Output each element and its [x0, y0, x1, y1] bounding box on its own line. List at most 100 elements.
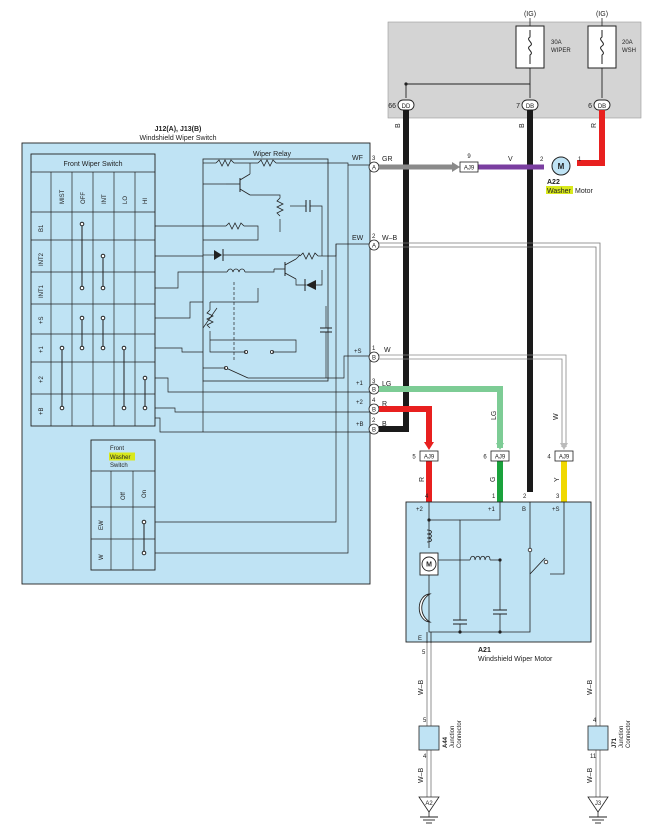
svg-text:Connector: Connector — [626, 720, 632, 748]
terminal-ew: EW 2 A — [352, 234, 380, 251]
fuse-supply-2: (IG) — [596, 11, 608, 18]
svg-text:+B: +B — [356, 422, 364, 428]
svg-text:B: B — [522, 507, 526, 513]
label-drop-lg: LG — [491, 411, 498, 420]
svg-text:5: 5 — [412, 455, 416, 461]
fuse-wiper-icon — [515, 25, 545, 69]
wiper-motor-icon — [421, 556, 437, 572]
svg-text:+S: +S — [354, 349, 362, 355]
ground-j3: J3 — [587, 796, 609, 824]
wires — [379, 110, 605, 797]
wiper-relay-title: Wiper Relay — [253, 151, 292, 158]
front-washer-switch-table: Front Washer Switch Off On EW W — [90, 439, 156, 571]
row-plus-1: +1 — [39, 345, 45, 353]
label-fuse-right: R — [591, 123, 598, 128]
col-mist: MIST — [60, 189, 66, 204]
svg-text:+1: +1 — [488, 507, 496, 513]
svg-text:3: 3 — [372, 379, 376, 385]
svg-text:2: 2 — [372, 418, 376, 424]
svg-text:4: 4 — [593, 718, 597, 724]
svg-text:66: 66 — [388, 103, 396, 110]
label-fuse-mid: B — [519, 123, 526, 128]
label-fuse-left: B — [395, 123, 402, 128]
svg-text:Junction: Junction — [450, 726, 456, 748]
washer-motor-name-hl: Washer — [547, 188, 572, 195]
svg-text:5: 5 — [422, 650, 426, 656]
svg-text:1: 1 — [492, 494, 496, 500]
svg-text:B: B — [372, 388, 376, 394]
svg-text:3: 3 — [556, 494, 560, 500]
row-plus-s: +S — [39, 316, 45, 324]
label-wf: GR — [382, 156, 393, 163]
svg-text:AJ9: AJ9 — [464, 166, 475, 172]
svg-text:3: 3 — [372, 156, 376, 162]
svg-text:11: 11 — [590, 754, 597, 760]
svg-text:J3: J3 — [595, 801, 602, 807]
ground-a2: A2 — [418, 796, 440, 824]
label-plus-2: R — [382, 401, 387, 408]
svg-text:+2: +2 — [356, 400, 364, 406]
wire-r-fuse-washer — [577, 110, 605, 166]
junction-a44-code: A44 — [443, 736, 449, 748]
label-gnd-left-top: W–B — [418, 680, 425, 696]
fuse-box: (IG) (IG) 30A WIPER 20A WSH DD 66 D — [387, 11, 642, 119]
connector-aj9-2: AJ9 6 — [483, 450, 510, 462]
svg-text:Junction: Junction — [619, 726, 625, 748]
row-int2: INT2 — [39, 252, 45, 266]
label-drop-w: W — [553, 413, 560, 420]
junction-a44: 5 4 A44 Junction Connector — [418, 718, 463, 760]
svg-text:A: A — [372, 244, 376, 250]
svg-text:E: E — [418, 636, 422, 642]
svg-text:AJ9: AJ9 — [495, 455, 506, 461]
label-gnd-left-bot: W–B — [418, 768, 425, 784]
row-int1: INT1 — [39, 284, 45, 298]
switch-code: J12(A), J13(B) — [155, 126, 202, 133]
col-lo: LO — [123, 196, 129, 204]
wiper-motor-code: A21 — [478, 647, 491, 654]
label-gnd-right-bot: W–B — [587, 768, 594, 784]
fuse-name-1: WIPER — [551, 48, 571, 54]
label-ew: W–B — [382, 235, 398, 242]
wire-r-plus2 — [379, 406, 432, 444]
washer-col-on: On — [142, 490, 148, 498]
svg-text:9: 9 — [467, 154, 471, 160]
svg-text:A: A — [372, 166, 376, 172]
col-hi: HI — [143, 198, 149, 204]
washer-col-off: Off — [121, 492, 127, 500]
svg-text:5: 5 — [423, 718, 427, 724]
svg-text:7: 7 — [516, 103, 520, 110]
terminal-plus-2: +2 4 B — [356, 398, 380, 415]
svg-text:EW: EW — [352, 235, 364, 242]
washer-title-front: Front — [110, 446, 124, 452]
front-wiper-switch-title: Front Wiper Switch — [63, 161, 122, 168]
svg-text:1: 1 — [372, 346, 376, 352]
fuse-supply-1: (IG) — [524, 11, 536, 18]
washer-title-washer: Washer — [110, 455, 130, 461]
svg-text:B: B — [372, 356, 376, 362]
junction-j71: 4 11 J71 Junction Connector — [587, 718, 632, 760]
label-plus-s: W — [384, 347, 391, 354]
svg-text:AJ9: AJ9 — [559, 455, 570, 461]
front-wiper-switch-table: Front Wiper Switch MIST OFF INT LO HI B1… — [30, 153, 156, 427]
svg-text:AJ9: AJ9 — [424, 455, 435, 461]
svg-text:A2: A2 — [425, 801, 433, 807]
washer-title-switch: Switch — [110, 463, 128, 469]
wiper-motor-name: Windshield Wiper Motor — [478, 656, 553, 663]
washer-motor-icon: M — [558, 162, 565, 171]
label-aj9-y: Y — [554, 477, 561, 482]
label-washer-feed: V — [508, 156, 513, 163]
svg-text:DD: DD — [402, 104, 411, 110]
svg-text:DB: DB — [526, 104, 534, 110]
wiper-relay: Wiper Relay — [202, 151, 332, 382]
col-int: INT — [102, 194, 108, 204]
label-plus-b: B — [382, 421, 387, 428]
svg-text:+S: +S — [552, 507, 560, 513]
washer-motor-name: Motor — [575, 188, 594, 195]
washer-row-w: W — [99, 554, 105, 560]
col-off: OFF — [81, 192, 87, 204]
svg-text:1: 1 — [578, 157, 582, 163]
label-plus-1: LG — [382, 381, 391, 388]
washer-motor: M 2 1 A22 Washer Motor — [540, 156, 594, 195]
connector-aj9-top: AJ9 9 — [459, 154, 479, 173]
svg-text:4: 4 — [423, 754, 427, 760]
